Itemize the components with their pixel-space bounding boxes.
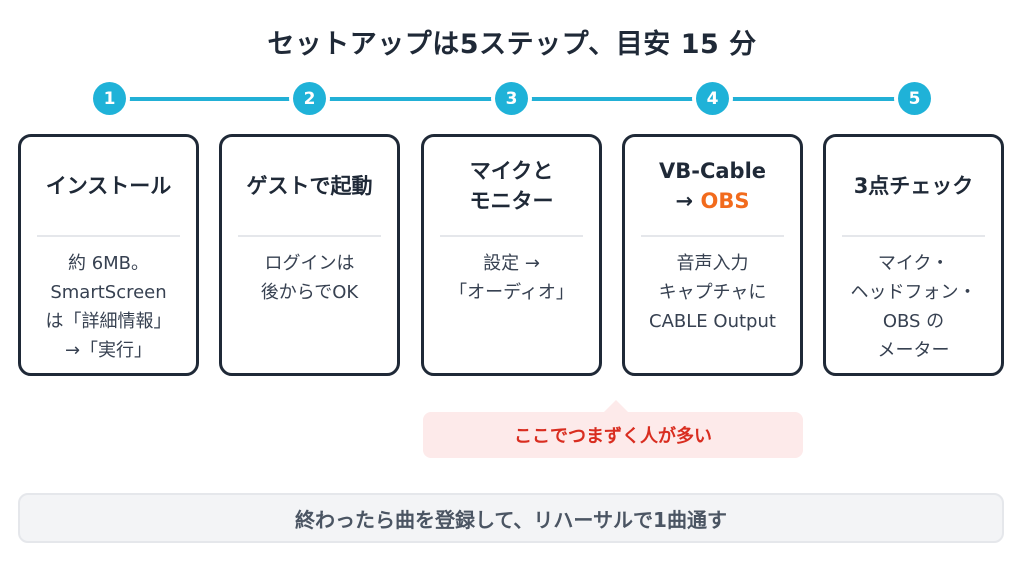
step-card-three-point-check: 3点チェック マイク・ ヘッドフォン・ OBS の メーター — [823, 134, 1004, 376]
description-line: 設定 → — [483, 253, 540, 274]
description-line: は「詳細情報」 — [45, 311, 172, 332]
step-number-4: 4 — [696, 82, 729, 115]
step-number-2: 2 — [293, 82, 326, 115]
divider — [238, 235, 381, 237]
description-line: OBS の — [882, 311, 945, 332]
description-line: SmartScreen — [50, 282, 167, 303]
step-number-5: 5 — [898, 82, 931, 115]
step-title-line: ゲストで起動 — [246, 174, 373, 198]
step-card-install: インストール 約 6MB。 SmartScreen は「詳細情報」 →「実行」 — [18, 134, 199, 376]
description-line: 「オーディオ」 — [449, 282, 574, 303]
obs-accent-label: OBS — [700, 189, 750, 213]
divider — [440, 235, 583, 237]
description-line: マイク・ — [877, 253, 950, 274]
step-card-title: インストール — [21, 137, 196, 235]
callout-pointer — [604, 400, 628, 412]
step-card-description: 約 6MB。 SmartScreen は「詳細情報」 →「実行」 — [25, 249, 192, 365]
step-number-3: 3 — [495, 82, 528, 115]
warning-callout: ここでつまずく人が多い — [423, 412, 803, 458]
step-card-description: 設定 → 「オーディオ」 — [428, 249, 595, 307]
description-line: ヘッドフォン・ — [850, 282, 977, 303]
step-card-title: マイクと モニター — [424, 137, 599, 235]
step-card-guest-launch: ゲストで起動 ログインは 後からでOK — [219, 134, 400, 376]
description-line: CABLE Output — [649, 311, 776, 332]
description-line: メーター — [877, 340, 950, 361]
description-line: 約 6MB。 — [67, 253, 150, 274]
description-line: 音声入力 — [676, 253, 749, 274]
description-line: 後からでOK — [260, 282, 359, 303]
step-title-line: モニター — [469, 189, 554, 213]
step-card-description: マイク・ ヘッドフォン・ OBS の メーター — [830, 249, 997, 365]
step-card-vbcable-obs: VB-Cable → OBS 音声入力 キャプチャに CABLE Output — [622, 134, 803, 376]
divider — [842, 235, 985, 237]
arrow-text: → — [675, 189, 694, 213]
step-card-mic-monitor: マイクと モニター 設定 → 「オーディオ」 — [421, 134, 602, 376]
footer-note: 終わったら曲を登録して、リハーサルで1曲通す — [18, 493, 1004, 543]
step-title-line: インストール — [45, 174, 172, 198]
step-card-description: ログインは 後からでOK — [226, 249, 393, 307]
divider — [641, 235, 784, 237]
step-title-line: VB-Cable — [658, 159, 767, 183]
description-line: キャプチャに — [658, 282, 767, 303]
description-line: →「実行」 — [64, 340, 153, 361]
step-title-line: → OBS — [676, 186, 750, 216]
step-card-description: 音声入力 キャプチャに CABLE Output — [629, 249, 796, 336]
page-title: セットアップは5ステップ、目安 15 分 — [267, 29, 757, 60]
step-card-title: 3点チェック — [826, 137, 1001, 235]
description-line: ログインは — [264, 253, 355, 274]
divider — [37, 235, 180, 237]
step-title-line: 3点チェック — [853, 174, 974, 198]
step-title-line: マイクと — [469, 159, 554, 183]
step-number-1: 1 — [93, 82, 126, 115]
step-card-title: VB-Cable → OBS — [625, 137, 800, 235]
step-card-title: ゲストで起動 — [222, 137, 397, 235]
